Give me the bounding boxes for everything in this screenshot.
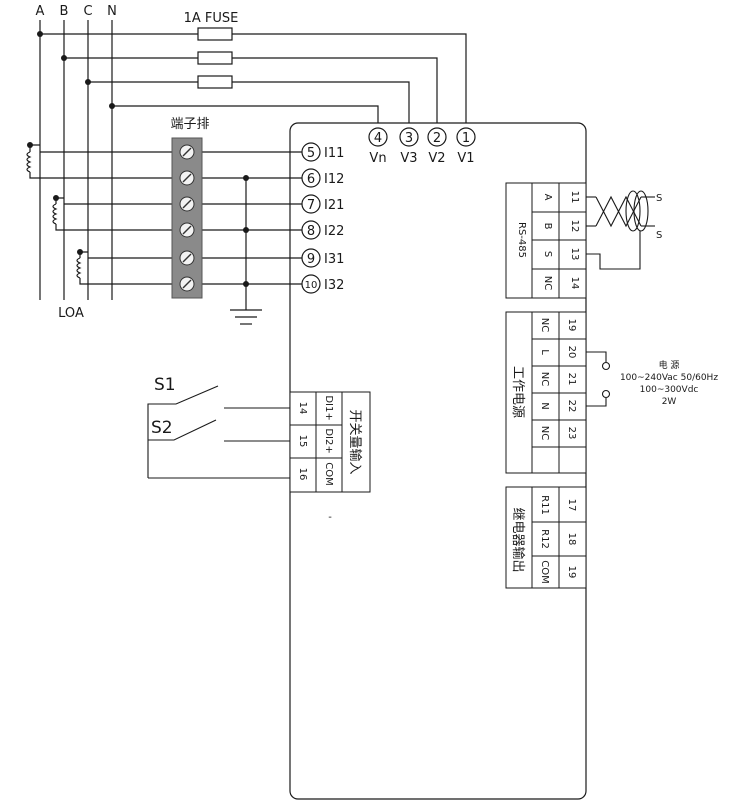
phase-lines	[39, 20, 113, 300]
rs485-13-num: 13	[569, 248, 580, 261]
fuse-label: 1A FUSE	[184, 11, 239, 26]
di-di2-name: DI2+	[323, 428, 334, 453]
power-nc-2-name: NC	[539, 372, 550, 386]
power-spec: 电 源 100~240Vac 50/60Hz 100~300Vdc 2W	[620, 359, 718, 407]
ct-wiring	[26, 144, 302, 325]
terminal-i12-label: I12	[324, 172, 344, 187]
ct-polarity-dots	[27, 142, 83, 255]
dash-mark: -	[328, 512, 332, 523]
terminal-2-num: 2	[433, 131, 441, 146]
terminal-i22-label: I22	[324, 224, 344, 239]
rs485-a-name: A	[542, 194, 553, 201]
relay-r12-name: R12	[539, 529, 550, 549]
terminal-vn-label: Vn	[369, 151, 386, 166]
rs485-nc-name: NC	[542, 276, 553, 290]
relay-19-num: 19	[566, 566, 577, 579]
fuse-c	[197, 75, 233, 89]
power-wiring	[586, 351, 611, 407]
terminal-7-num: 7	[307, 198, 315, 213]
terminal-i32-label: I32	[324, 278, 344, 293]
rs485-11-num: 11	[569, 191, 580, 204]
terminal-i21-label: I21	[324, 198, 344, 213]
current-terminals: 5 6 7 8 9 10 I11 I12 I21 I22 I31 I32	[301, 142, 344, 294]
terminal-i31-label: I31	[324, 252, 344, 267]
rs485-title: RS-485	[516, 222, 527, 258]
phase-label-n: N	[107, 4, 117, 19]
switch-s2-label: S2	[151, 418, 173, 438]
relay-block: 继电器输出 R11 R12 COM 17 18 19	[505, 486, 587, 589]
power-l-name: L	[539, 349, 550, 355]
terminal-v1-label: V1	[457, 151, 474, 166]
terminal-4-num: 4	[374, 131, 382, 146]
power-22-num: 22	[566, 400, 577, 413]
fuse-b	[197, 51, 233, 65]
phase-label-a: A	[36, 4, 45, 19]
power-20-num: 20	[566, 346, 577, 359]
power-spec-line-2: 100~300Vdc	[640, 385, 699, 395]
terminal-6-num: 6	[307, 172, 315, 187]
power-nc-3-name: NC	[539, 426, 550, 440]
shield-label-bottom: S	[656, 230, 662, 241]
power-title: 工作电源	[510, 366, 525, 418]
relay-17-num: 17	[566, 499, 577, 512]
power-n-name: N	[539, 402, 550, 409]
di-title: 开关量输入	[347, 409, 363, 474]
power-spec-title: 电 源	[659, 359, 680, 371]
fuses	[197, 27, 233, 89]
power-21-num: 21	[566, 373, 577, 386]
rs485-14-num: 14	[569, 277, 580, 290]
di-14-num: 14	[297, 402, 308, 415]
di-15-num: 15	[297, 435, 308, 448]
fuse-a	[197, 27, 233, 41]
voltage-wiring	[40, 33, 467, 127]
relay-com-name: COM	[539, 560, 550, 583]
shield-label-top: S	[656, 193, 662, 204]
relay-title: 继电器输出	[510, 507, 526, 572]
voltage-terminals: 4 3 2 1 Vn V3 V2 V1	[368, 127, 476, 166]
phase-label-c: C	[83, 4, 92, 19]
rs485-b-name: B	[542, 223, 553, 230]
terminal-v3-label: V3	[400, 151, 417, 166]
switch-s1-label: S1	[154, 375, 176, 395]
load-label: LOA	[58, 306, 84, 321]
terminal-1-num: 1	[462, 131, 470, 146]
relay-18-num: 18	[566, 533, 577, 546]
di-16-num: 16	[297, 468, 308, 481]
terminal-i11-label: I11	[324, 146, 344, 161]
power-nc-1-name: NC	[539, 318, 550, 332]
power-19-num: 19	[566, 319, 577, 332]
terminal-10-num: 10	[305, 280, 318, 291]
power-spec-line-1: 100~240Vac 50/60Hz	[620, 373, 718, 383]
terminal-5-num: 5	[307, 146, 315, 161]
phase-label-b: B	[60, 4, 69, 19]
terminal-8-num: 8	[307, 224, 315, 239]
rs485-cable	[586, 190, 655, 270]
terminal-9-num: 9	[307, 252, 315, 267]
rs485-s-name: S	[542, 251, 553, 257]
power-23-num: 23	[566, 427, 577, 440]
relay-r11-name: R11	[539, 495, 550, 515]
power-spec-line-3: 2W	[662, 397, 677, 407]
rs485-block: RS-485 A B S NC 11 12 13 14	[505, 182, 587, 299]
terminal-block-label: 端子排	[170, 117, 209, 132]
switch-wiring	[147, 385, 290, 479]
power-block: 工作电源 NC L NC N NC 19 20 21 22 23	[505, 311, 587, 474]
rs485-12-num: 12	[569, 220, 580, 233]
junction-dots	[37, 31, 249, 287]
terminal-3-num: 3	[405, 131, 413, 146]
digital-input-block: 14 15 16 DI1+ DI2+ COM 开关量输入	[289, 391, 371, 493]
terminal-block	[171, 137, 203, 299]
di-di1-name: DI1+	[323, 395, 334, 420]
terminal-v2-label: V2	[428, 151, 445, 166]
di-com-name: COM	[323, 462, 334, 485]
